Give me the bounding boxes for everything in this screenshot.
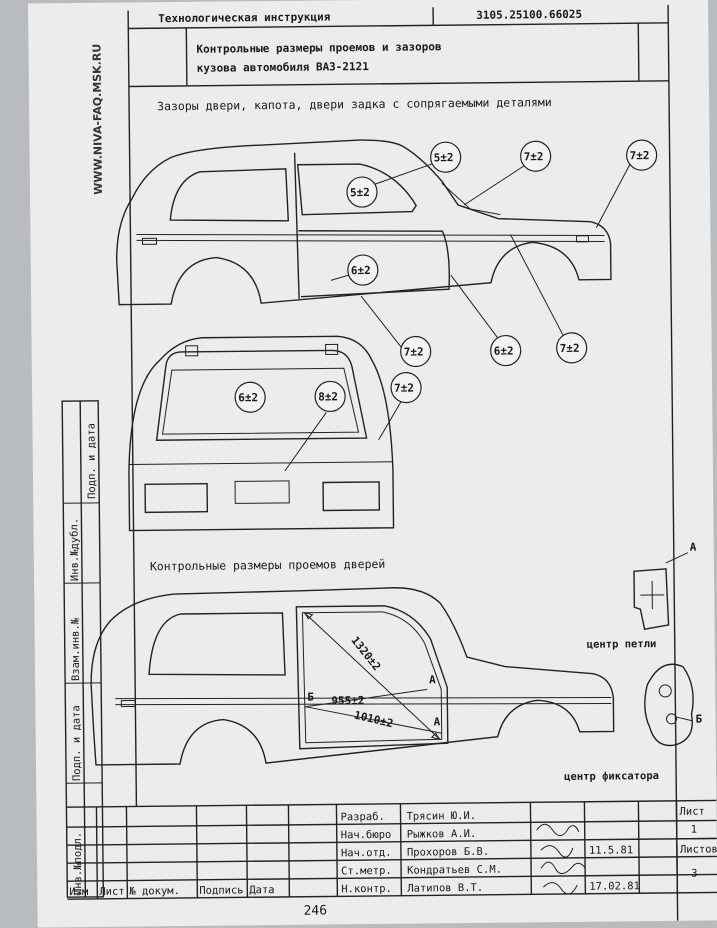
name-3: Прохоров Б.В. — [407, 846, 489, 859]
latch-mark: Б — [695, 713, 702, 726]
role-4: Ст.метр. — [341, 865, 392, 878]
name-4: Кондратьев С.М. — [407, 864, 502, 877]
rear-bubble-2: 8±2 — [315, 381, 345, 411]
role-1: Разраб. — [340, 811, 384, 823]
dim-width: 955±2 — [331, 694, 364, 707]
sheets-value: 3 — [691, 868, 697, 880]
gap-bubble-6: 7±2 — [401, 336, 431, 366]
gap-bubble-2: 5±2 — [430, 142, 460, 172]
role-3: Нач.отд. — [341, 847, 392, 860]
gap-bubble-8: 7±2 — [556, 333, 586, 363]
side-col-4: Инв.№дубл. — [68, 518, 81, 581]
rear-bubble-1: 6±2 — [235, 382, 265, 412]
name-5: Латипов В.Т. — [407, 882, 483, 895]
name-2: Рыжков А.И. — [407, 828, 477, 841]
gap-bubble-3: 7±2 — [520, 141, 550, 171]
drawing-sheet: WWW.NIVA-FAQ.MSK.RU Технологическая инст… — [28, 0, 717, 928]
name-1: Трясин Ю.И. — [406, 810, 476, 823]
gap-label-2: 5±2 — [434, 151, 454, 164]
mark-a-2: А — [433, 715, 440, 728]
hinge-caption: центр петли — [587, 638, 657, 651]
col-sign: Подпись — [199, 884, 243, 896]
gap-label-3: 7±2 — [524, 150, 544, 163]
hinge-mark: А — [690, 541, 697, 554]
rear-label-2: 8±2 — [318, 390, 338, 403]
col-list: Лист — [99, 886, 124, 898]
dim-lower: 1010±2 — [353, 708, 395, 730]
gap-bubble-5: 6±2 — [348, 255, 378, 285]
col-date: Дата — [249, 884, 274, 896]
rear-bubble-3: 7±2 — [391, 372, 421, 402]
sheet-label: Лист — [679, 806, 704, 818]
mark-a-1: А — [429, 673, 436, 686]
gap-bubble-7: 6±2 — [491, 335, 521, 365]
mark-b: Б — [307, 691, 314, 704]
role-2: Нач.бюро — [341, 829, 392, 842]
col-doc: № докум. — [129, 885, 180, 898]
sheet-value: 1 — [691, 824, 697, 836]
gap-label-7: 6±2 — [494, 344, 514, 357]
page-number: 246 — [303, 903, 327, 918]
sheets-label: Листов — [680, 843, 717, 855]
role-5: Н.контр. — [341, 883, 392, 896]
gap-bubble-4: 7±2 — [626, 140, 656, 170]
gap-bubble-1: 5±2 — [347, 177, 377, 207]
sign-date-1: 11.5.81 — [589, 844, 633, 856]
annotation-layer: 5±2 5±2 7±2 7±2 6±2 7±2 6±2 7±2 6±2 8±2 … — [28, 0, 717, 928]
side-col-2: Подп. и дата — [70, 705, 83, 781]
rear-label-1: 6±2 — [238, 391, 258, 404]
gap-label-8: 7±2 — [560, 342, 580, 355]
gap-label-6: 7±2 — [404, 345, 424, 358]
dim-diagonal: 1320±2 — [348, 634, 383, 673]
col-izm: Изм — [69, 886, 89, 898]
side-col-3: Взам.инв.№ — [69, 617, 82, 681]
gap-label-1: 5±2 — [350, 186, 370, 199]
rear-label-3: 7±2 — [394, 382, 414, 395]
sign-date-2: 17.02.81 — [589, 880, 640, 893]
side-col-5: Подп. и дата — [85, 423, 98, 499]
gap-label-5: 6±2 — [351, 264, 371, 277]
latch-caption: центр фиксатора — [564, 770, 659, 783]
gap-label-4: 7±2 — [630, 149, 650, 162]
